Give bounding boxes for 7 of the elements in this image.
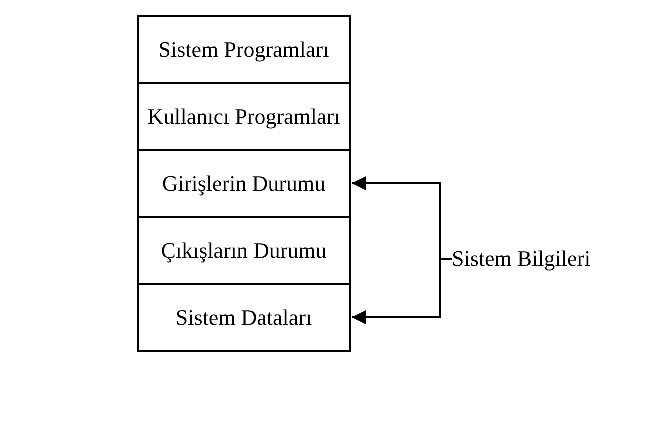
bracket-arrow [352, 258, 452, 324]
bracket-label: Sistem Bilgileri [452, 244, 632, 274]
memory-block: Kullanıcı Programları [137, 82, 351, 151]
memory-block: Girişlerin Durumu [137, 149, 351, 218]
memory-block: Çıkışların Durumu [137, 216, 351, 285]
memory-block: Sistem Dataları [137, 283, 351, 352]
memory-block: Sistem Programları [137, 15, 351, 84]
